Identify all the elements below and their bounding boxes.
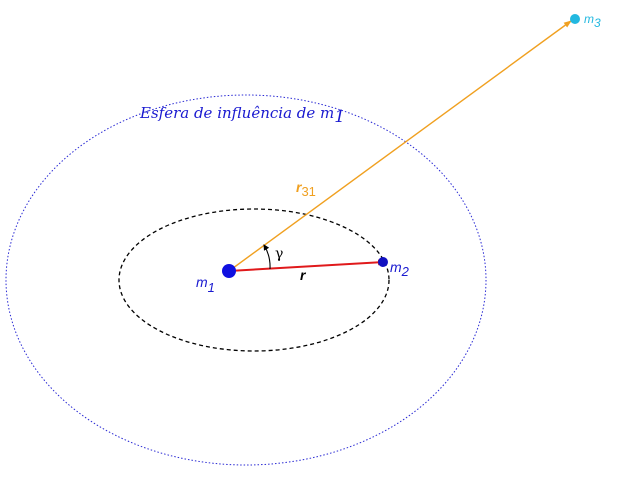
gamma-arc — [263, 244, 271, 270]
m2-label: m2 — [390, 259, 410, 279]
body-m1 — [222, 264, 236, 278]
gamma-label: γ — [275, 246, 283, 262]
orbit-ellipse — [118, 208, 390, 352]
vector-r — [228, 259, 386, 272]
r-label: r — [300, 267, 307, 283]
r31-label: r31 — [296, 179, 316, 199]
m3-label: m3 — [584, 12, 601, 30]
sphere-label: Esfera de influência de m1 — [139, 104, 345, 127]
sphere-of-influence — [5, 94, 487, 466]
m1-label: m1 — [196, 274, 215, 295]
body-m2 — [378, 257, 388, 267]
vector-r31 — [228, 20, 572, 272]
body-m3 — [570, 14, 580, 24]
